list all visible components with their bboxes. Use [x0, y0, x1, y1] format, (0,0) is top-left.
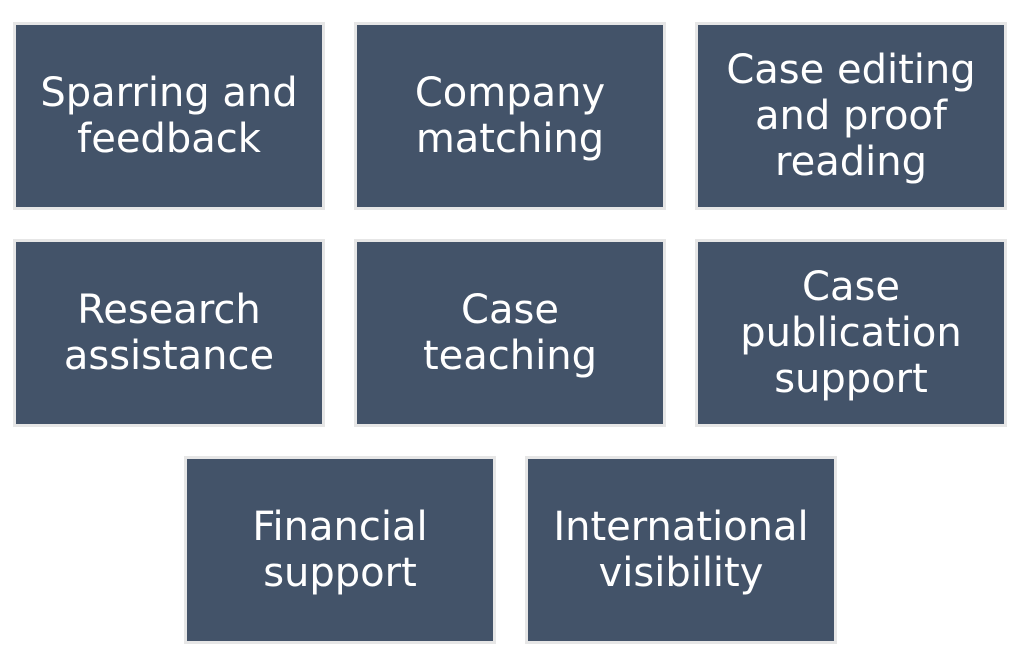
tile-research-assistance: Research assistance [13, 239, 325, 427]
tile-label: Case teaching [422, 287, 597, 379]
tile-label: Research assistance [63, 287, 275, 379]
tile-label: Case publication support [740, 264, 962, 402]
tile-label: International visibility [553, 504, 809, 596]
tile-case-teaching: Case teaching [354, 239, 666, 427]
tile-financial-support: Financial support [184, 456, 496, 644]
tile-label: Case editing and proof reading [726, 47, 976, 185]
tile-case-publication-support: Case publication support [695, 239, 1007, 427]
tile-international-visibility: International visibility [525, 456, 837, 644]
tile-case-editing: Case editing and proof reading [695, 22, 1007, 210]
tile-company-matching: Company matching [354, 22, 666, 210]
tile-label: Financial support [252, 504, 428, 596]
tile-sparring-and-feedback: Sparring and feedback [13, 22, 325, 210]
tile-label: Sparring and feedback [40, 70, 298, 162]
tile-label: Company matching [414, 70, 606, 162]
